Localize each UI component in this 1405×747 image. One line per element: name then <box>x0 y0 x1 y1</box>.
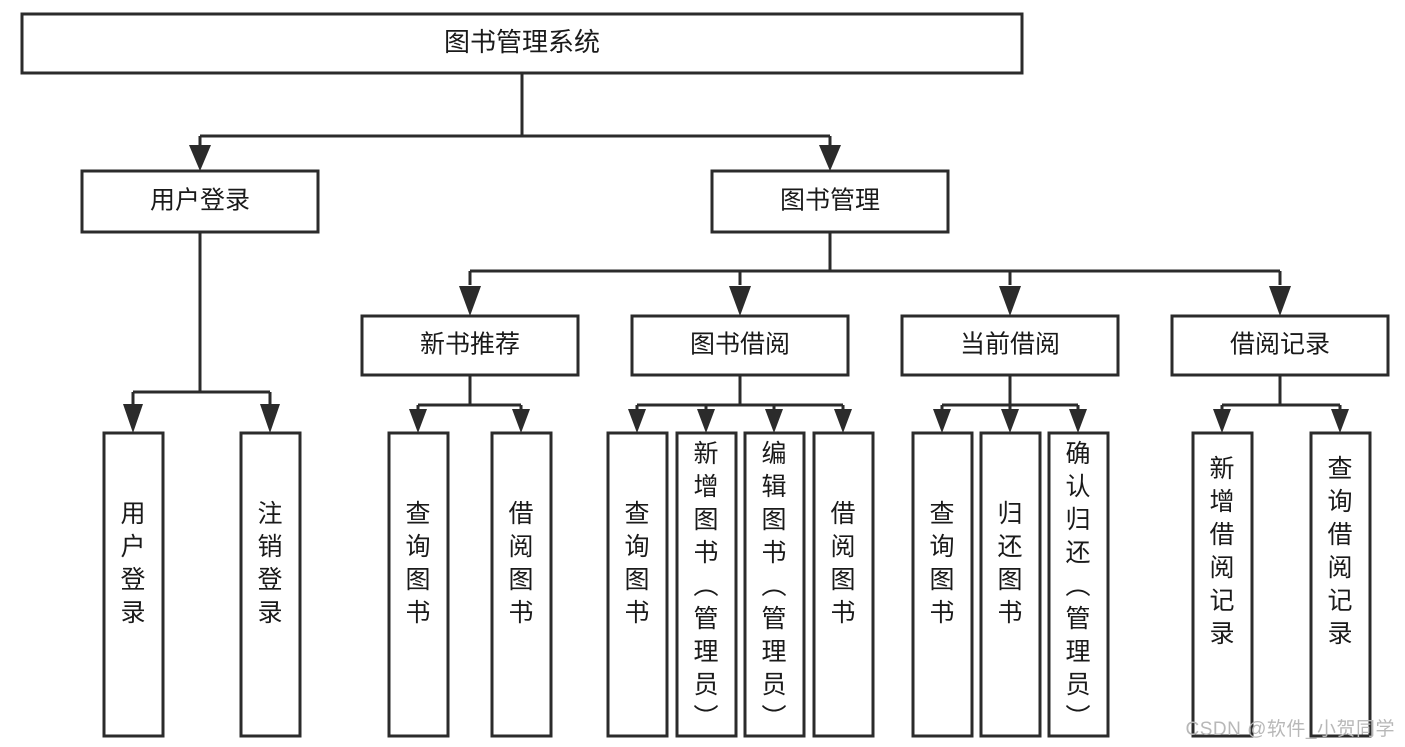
leaf-borrow-record-2-label: 查询借阅记录 <box>1327 455 1352 648</box>
leaf-new-book-2-label: 借阅图书 <box>508 500 533 627</box>
arrowhead-current-borrow-leaf-2 <box>1001 409 1019 433</box>
leaf-user-login-2[interactable]: 注销登录 <box>239 431 302 738</box>
leaf-new-book-1-label: 查询图书 <box>405 500 430 627</box>
leaf-current-borrow-3-box[interactable] <box>1047 431 1110 738</box>
arrowhead-borrow-record-leaf-2 <box>1331 409 1349 433</box>
leaf-book-borrow-4[interactable]: 借阅图书 <box>812 431 875 738</box>
arrowhead-book-borrow-leaf-1 <box>628 409 646 433</box>
node-new-book-recommend-label: 新书推荐 <box>420 331 520 359</box>
arrowhead-current-borrow-leaf-1 <box>933 409 951 433</box>
arrowhead-new-book-leaf-2 <box>512 409 530 433</box>
node-book-borrow-box[interactable] <box>630 314 850 377</box>
leaf-new-book-2[interactable]: 借阅图书 <box>490 431 553 738</box>
leaf-new-book-1-box[interactable] <box>387 431 450 738</box>
arrowhead-to-current-borrow <box>999 286 1021 316</box>
leaf-current-borrow-1[interactable]: 查询图书 <box>911 431 974 738</box>
leaf-current-borrow-1-label: 查询图书 <box>929 500 954 627</box>
arrowhead-root-to-book-manage <box>819 145 841 171</box>
node-book-manage[interactable]: 图书管理 <box>710 169 950 234</box>
leaf-current-borrow-2[interactable]: 归还图书 <box>979 431 1042 738</box>
leaf-book-borrow-2-label: 新增图书︵管理员︶ <box>693 440 718 732</box>
node-user-login-label: 用户登录 <box>150 187 250 215</box>
leaf-borrow-record-1-box[interactable] <box>1191 431 1254 738</box>
leaf-current-borrow-2-label: 归还图书 <box>997 500 1022 627</box>
leaf-current-borrow-2-box[interactable] <box>979 431 1042 738</box>
node-book-borrow-label: 图书借阅 <box>690 331 790 359</box>
node-new-book-recommend[interactable]: 新书推荐 <box>360 314 580 377</box>
leaf-book-borrow-4-label: 借阅图书 <box>830 500 855 627</box>
arrowhead-to-new-book-recommend <box>459 286 481 316</box>
leaf-book-borrow-3-box[interactable] <box>743 431 806 738</box>
leaf-user-login-2-label: 注销登录 <box>257 500 282 627</box>
arrowhead-book-borrow-leaf-2 <box>697 409 715 433</box>
arrowhead-user-login-leaf-2 <box>260 404 280 433</box>
leaf-current-borrow-3-label: 确认归还︵管理员︶ <box>1065 440 1090 732</box>
node-current-borrow-box[interactable] <box>900 314 1120 377</box>
node-borrow-record[interactable]: 借阅记录 <box>1170 314 1390 377</box>
node-book-manage-box[interactable] <box>710 169 950 234</box>
leaf-book-borrow-2-box[interactable] <box>675 431 738 738</box>
leaf-new-book-2-box[interactable] <box>490 431 553 738</box>
node-root-system[interactable]: 图书管理系统 <box>20 12 1024 75</box>
arrowhead-new-book-leaf-1 <box>409 409 427 433</box>
leaf-book-borrow-1-box[interactable] <box>606 431 669 738</box>
leaf-book-borrow-2[interactable]: 新增图书︵管理员︶ <box>675 431 738 738</box>
arrowhead-to-borrow-record <box>1269 286 1291 316</box>
arrowhead-borrow-record-leaf-1 <box>1213 409 1231 433</box>
csdn-watermark: CSDN @软件_小贺同学 <box>1185 719 1395 740</box>
node-borrow-record-label: 借阅记录 <box>1230 331 1330 359</box>
leaf-user-login-1-box[interactable] <box>102 431 165 738</box>
node-user-login[interactable]: 用户登录 <box>80 169 320 234</box>
node-new-book-recommend-box[interactable] <box>360 314 580 377</box>
arrowhead-root-to-user-login <box>189 145 211 171</box>
arrowhead-current-borrow-leaf-3 <box>1069 409 1087 433</box>
leaf-borrow-record-2-box[interactable] <box>1309 431 1372 738</box>
arrowhead-user-login-leaf-1 <box>123 404 143 433</box>
leaf-book-borrow-1[interactable]: 查询图书 <box>606 431 669 738</box>
leaf-new-book-1[interactable]: 查询图书 <box>387 431 450 738</box>
node-user-login-box[interactable] <box>80 169 320 234</box>
leaf-borrow-record-1[interactable]: 新增借阅记录 <box>1191 431 1254 738</box>
arrowhead-book-borrow-leaf-3 <box>765 409 783 433</box>
leaf-borrow-record-1-label: 新增借阅记录 <box>1209 455 1234 648</box>
arrowhead-book-borrow-leaf-4 <box>834 409 852 433</box>
node-book-manage-label: 图书管理 <box>780 187 880 215</box>
arrowhead-to-book-borrow <box>729 286 751 316</box>
leaf-user-login-2-box[interactable] <box>239 431 302 738</box>
node-root-system-box[interactable] <box>20 12 1024 75</box>
leaf-book-borrow-4-box[interactable] <box>812 431 875 738</box>
leaf-borrow-record-2[interactable]: 查询借阅记录 <box>1309 431 1372 738</box>
leaf-user-login-1-label: 用户登录 <box>120 500 145 627</box>
node-root-system-label: 图书管理系统 <box>444 27 600 57</box>
connector-layer <box>123 73 1349 433</box>
node-current-borrow-label: 当前借阅 <box>960 331 1060 359</box>
leaf-current-borrow-3[interactable]: 确认归还︵管理员︶ <box>1047 431 1110 738</box>
node-book-borrow[interactable]: 图书借阅 <box>630 314 850 377</box>
leaf-book-borrow-3-label: 编辑图书︵管理员︶ <box>761 440 786 732</box>
leaf-user-login-1[interactable]: 用户登录 <box>102 431 165 738</box>
leaf-book-borrow-1-label: 查询图书 <box>624 500 649 627</box>
leaf-current-borrow-1-box[interactable] <box>911 431 974 738</box>
leaf-book-borrow-3[interactable]: 编辑图书︵管理员︶ <box>743 431 806 738</box>
node-borrow-record-box[interactable] <box>1170 314 1390 377</box>
node-current-borrow[interactable]: 当前借阅 <box>900 314 1120 377</box>
